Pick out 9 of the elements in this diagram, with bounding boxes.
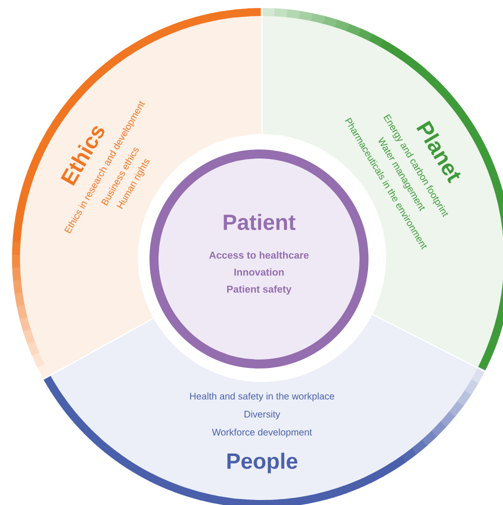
heading: Patient bbox=[224, 214, 296, 230]
item-text: Innovation bbox=[234, 268, 284, 276]
item-text: Workforce development bbox=[212, 428, 312, 438]
item-text: Access to healthcare bbox=[209, 251, 309, 259]
sector bbox=[43, 314, 486, 505]
item-text: Health and safety in the workplace bbox=[190, 392, 334, 402]
item-text: Patient safety bbox=[227, 285, 292, 295]
heading: People bbox=[227, 452, 298, 474]
item-text: Diversity bbox=[244, 410, 280, 420]
